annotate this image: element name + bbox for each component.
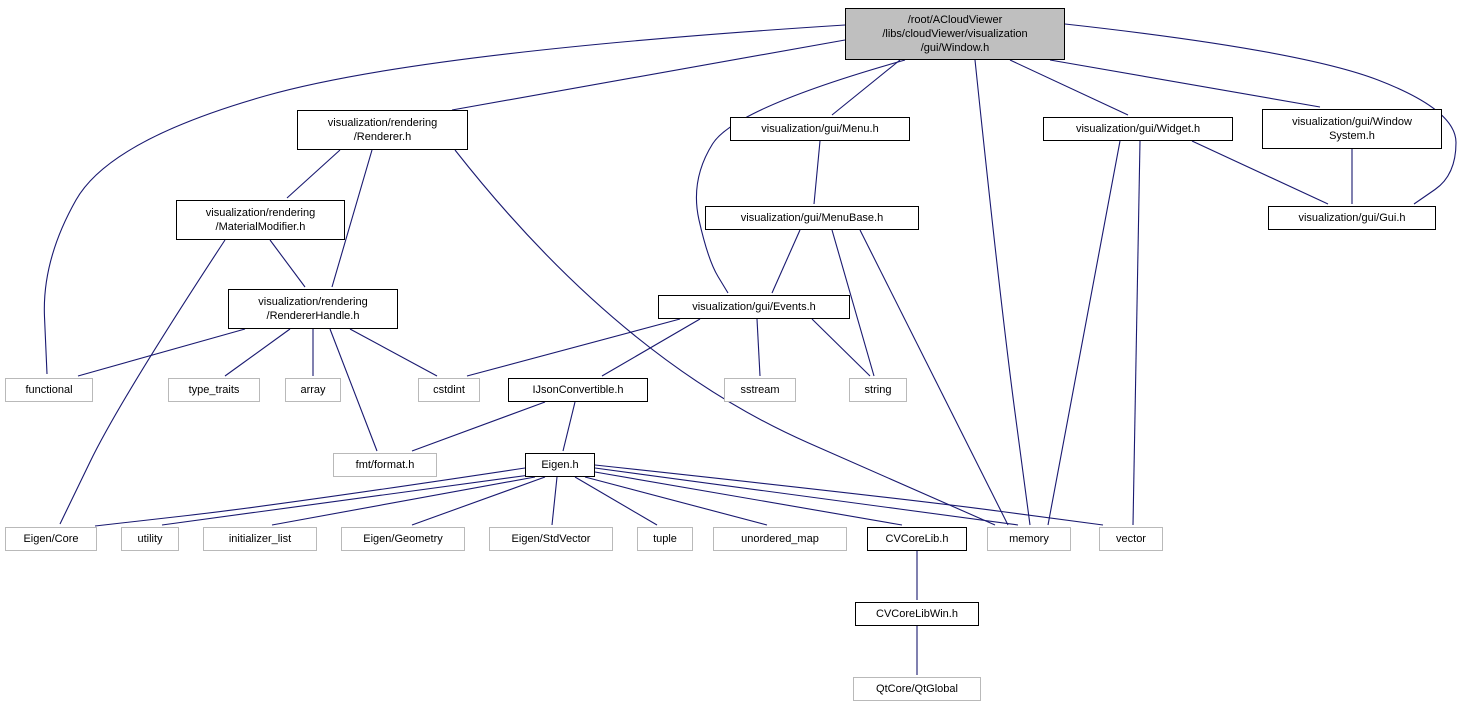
node-cvcorelib[interactable]: CVCoreLib.h [867, 527, 967, 551]
edge-eigen-utility [161, 474, 531, 526]
edge-menubase-memory [859, 229, 1009, 526]
node-ijson[interactable]: IJsonConvertible.h [508, 378, 648, 402]
edge-eigen-initializer_list [271, 476, 536, 526]
edge-window-gui [1064, 23, 1457, 205]
edge-window-events [695, 59, 906, 294]
edge-eigen-unordered_map [584, 476, 768, 526]
edge-eigen-eigen_stdvector [551, 476, 558, 526]
edge-window-memory [974, 59, 1031, 526]
node-tuple: tuple [637, 527, 693, 551]
node-type_traits: type_traits [168, 378, 260, 402]
node-fmt: fmt/format.h [333, 453, 437, 477]
edge-materialmodifier-eigen_core [59, 239, 226, 525]
node-cvcorelibwin[interactable]: CVCoreLibWin.h [855, 602, 979, 626]
node-rendererhandle[interactable]: visualization/rendering /RendererHandle.… [228, 289, 398, 329]
node-windowsystem[interactable]: visualization/gui/Window System.h [1262, 109, 1442, 149]
node-string: string [849, 378, 907, 402]
edge-eigen-tuple [574, 476, 658, 526]
edge-eigen-eigen_geometry [411, 476, 546, 526]
node-events[interactable]: visualization/gui/Events.h [658, 295, 850, 319]
node-eigen_core: Eigen/Core [5, 527, 97, 551]
edge-events-string [811, 318, 871, 377]
node-vector: vector [1099, 527, 1163, 551]
node-sstream: sstream [724, 378, 796, 402]
edge-events-sstream [756, 318, 761, 377]
node-renderer[interactable]: visualization/rendering /Renderer.h [297, 110, 468, 150]
node-qtglobal: QtCore/QtGlobal [853, 677, 981, 701]
edge-ijson-fmt [411, 401, 546, 452]
node-eigen[interactable]: Eigen.h [525, 453, 595, 477]
node-array: array [285, 378, 341, 402]
edge-menubase-events [771, 229, 801, 294]
edge-materialmodifier-rendererhandle [269, 239, 306, 288]
edge-rendererhandle-type_traits [224, 328, 291, 377]
edge-eigen-eigen_core [94, 467, 526, 527]
edge-eigen-memory [594, 467, 1019, 526]
edge-eigen-vector [594, 464, 1104, 526]
edge-widget-vector [1132, 140, 1141, 526]
node-menubase[interactable]: visualization/gui/MenuBase.h [705, 206, 919, 230]
edge-rendererhandle-functional [77, 328, 246, 377]
edge-rendererhandle-cstdint [349, 328, 438, 377]
node-widget[interactable]: visualization/gui/Widget.h [1043, 117, 1233, 141]
edge-renderer-memory [454, 149, 996, 526]
edge-menu-menubase [813, 140, 821, 205]
edge-widget-memory [1047, 140, 1121, 526]
node-window: /root/ACloudViewer /libs/cloudViewer/vis… [845, 8, 1065, 60]
edge-ijson-eigen [562, 401, 576, 452]
edge-menubase-string [831, 229, 875, 377]
edge-renderer-rendererhandle [331, 149, 373, 288]
node-menu[interactable]: visualization/gui/Menu.h [730, 117, 910, 141]
edge-eigen-cvcorelib [594, 471, 903, 526]
edge-window-menu [831, 59, 901, 116]
edge-renderer-materialmodifier [286, 149, 341, 199]
node-materialmodifier[interactable]: visualization/rendering /MaterialModifie… [176, 200, 345, 240]
node-unordered_map: unordered_map [713, 527, 847, 551]
node-utility: utility [121, 527, 179, 551]
node-functional: functional [5, 378, 93, 402]
edge-window-widget [1009, 59, 1129, 116]
edge-events-cstdint [466, 318, 681, 377]
node-memory: memory [987, 527, 1071, 551]
edge-widget-gui [1191, 140, 1329, 205]
edge-rendererhandle-fmt [329, 328, 378, 452]
edge-window-renderer [451, 39, 846, 111]
edge-window-functional [43, 24, 846, 375]
node-initializer_list: initializer_list [203, 527, 317, 551]
node-cstdint: cstdint [418, 378, 480, 402]
edge-window-windowsystem [1049, 59, 1321, 108]
node-eigen_stdvector: Eigen/StdVector [489, 527, 613, 551]
node-eigen_geometry: Eigen/Geometry [341, 527, 465, 551]
edge-events-ijson [601, 318, 701, 377]
node-gui[interactable]: visualization/gui/Gui.h [1268, 206, 1436, 230]
